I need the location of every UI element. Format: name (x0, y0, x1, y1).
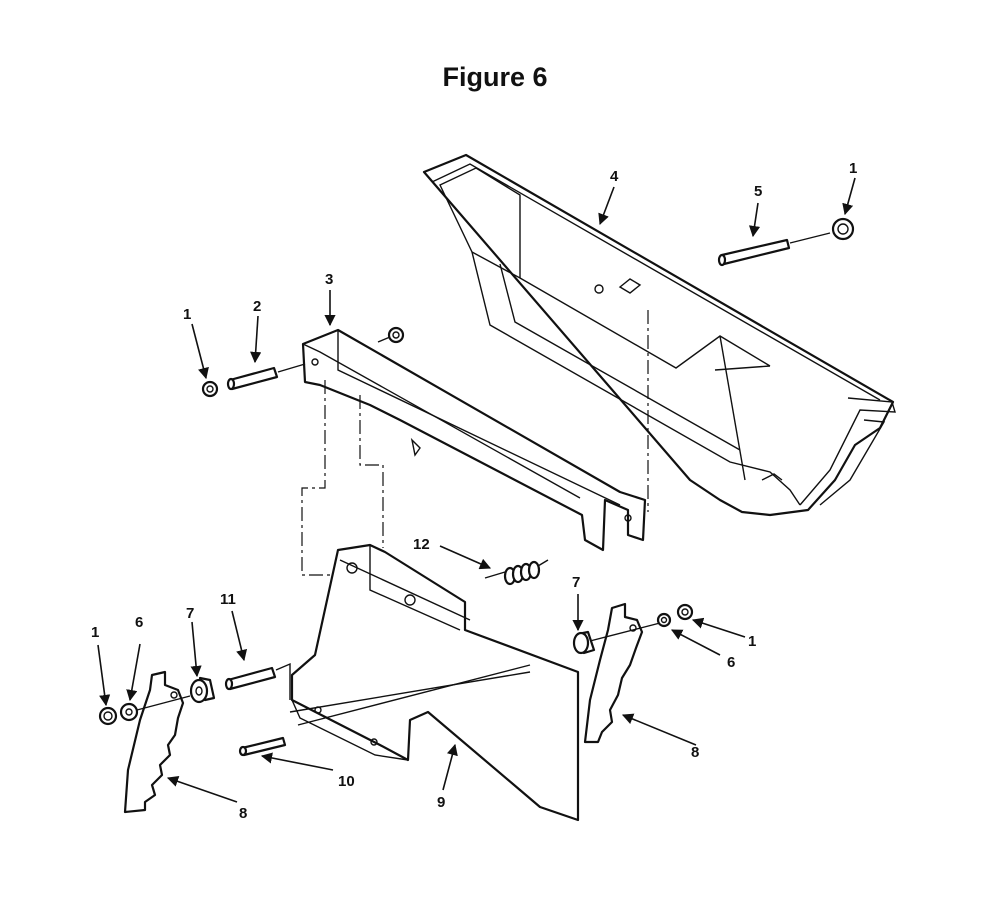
callout-6: 6 (135, 614, 143, 631)
retaining-ring-1-upper (831, 217, 855, 241)
callout-1: 1 (849, 160, 857, 177)
figure-title: Figure 6 (442, 62, 548, 92)
callout-4: 4 (610, 168, 619, 185)
callout-2: 2 (253, 298, 261, 315)
spacer-7-right (572, 630, 596, 655)
callout-8: 8 (691, 744, 699, 761)
callout-11: 11 (220, 591, 236, 608)
callout-10: 10 (338, 773, 355, 790)
assembly-centerlines (301, 310, 649, 576)
callout-7: 7 (572, 574, 580, 591)
anti-kickback-pawl-left (123, 670, 185, 814)
pin-5 (717, 232, 831, 267)
pin-10 (238, 736, 287, 757)
axis-line-left (136, 695, 191, 711)
leader-arrows (97, 177, 856, 803)
pin-11 (224, 662, 291, 700)
callout-6: 6 (727, 654, 735, 671)
washer-arm (377, 326, 405, 344)
callout-12: 12 (413, 536, 430, 553)
callout-1: 1 (748, 633, 756, 650)
axis-line-right (589, 622, 661, 642)
callout-7: 7 (186, 605, 194, 622)
spreader-plate (289, 543, 580, 822)
retaining-ring-1-lower-right (676, 603, 694, 621)
callout-3: 3 (325, 271, 333, 288)
callout-8: 8 (239, 805, 247, 822)
anti-kickback-pawl-right (583, 602, 644, 744)
callout-9: 9 (437, 794, 445, 811)
pin-2 (226, 363, 306, 391)
retaining-ring-1-left (201, 380, 219, 398)
callout-1: 1 (183, 306, 191, 323)
spacer-7-left (189, 676, 216, 704)
blade-guard-housing (422, 153, 896, 517)
spring-12 (484, 559, 549, 586)
washer-6-right (656, 612, 672, 628)
washer-6-left (119, 702, 139, 722)
callout-1: 1 (91, 624, 99, 641)
retaining-ring-1-lower-left (98, 706, 118, 726)
callout-5: 5 (754, 183, 762, 200)
callout-labels: 1 5 4 3 2 1 12 7 1 6 8 1 6 7 11 8 10 9 (91, 160, 857, 822)
support-arm (301, 328, 647, 552)
